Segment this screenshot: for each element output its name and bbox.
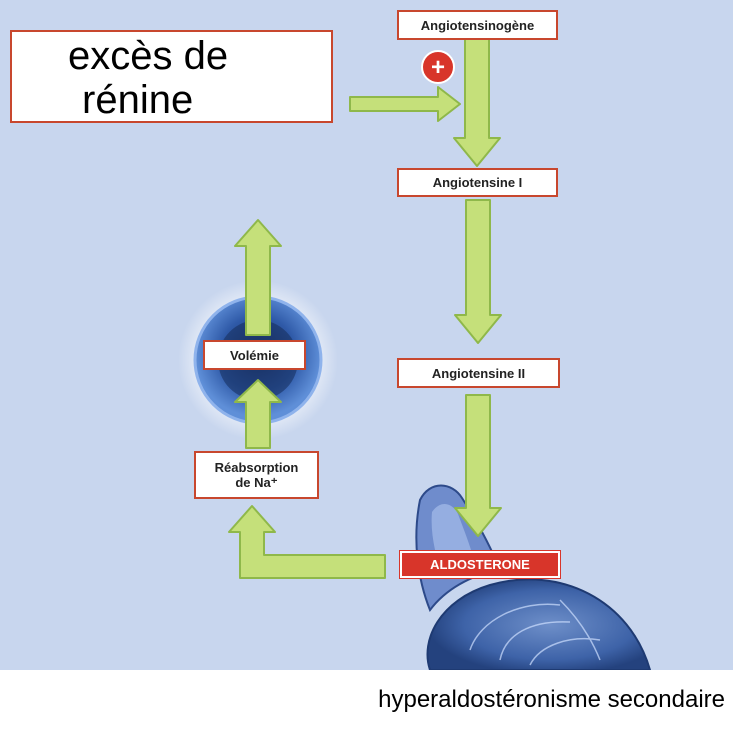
- arrow-angiotensin1-to-angiotensin2: [454, 199, 502, 344]
- plus-sign: +: [431, 54, 445, 81]
- arrow-angiotensin2-to-aldosterone: [454, 394, 502, 537]
- angiotensin1-box: Angiotensine I: [397, 168, 558, 197]
- sodium-reabsorption-line2: de Na⁺: [235, 475, 278, 490]
- angiotensinogen-box: Angiotensinogène: [397, 10, 558, 40]
- arrow-volemia-up: [234, 219, 282, 336]
- adrenal-kidney-icon: [415, 484, 652, 670]
- volemia-box: Volémie: [203, 340, 306, 370]
- angiotensin2-box: Angiotensine II: [397, 358, 560, 388]
- arrow-angiotensinogen-to-angiotensin1: [453, 37, 501, 167]
- caption: hyperaldostéronisme secondaire: [378, 686, 725, 713]
- arrow-sodium-to-volemia: [234, 379, 282, 449]
- renin-excess-line2: rénine: [82, 78, 194, 122]
- diagram-area: + excès de rénine Angiotensinogène Angio…: [0, 0, 733, 670]
- aldosterone-box: ALDOSTERONE: [400, 551, 560, 578]
- plus-badge-icon: +: [421, 50, 455, 84]
- renin-excess-box: excès de rénine: [10, 30, 333, 123]
- arrow-aldosterone-to-sodium: [228, 505, 386, 579]
- sodium-reabsorption-line1: Réabsorption: [214, 460, 299, 475]
- arrow-renin-to-cascade: [349, 86, 461, 122]
- renin-excess-line1: excès de: [68, 34, 229, 78]
- sodium-reabsorption-box: Réabsorption de Na⁺: [194, 451, 319, 499]
